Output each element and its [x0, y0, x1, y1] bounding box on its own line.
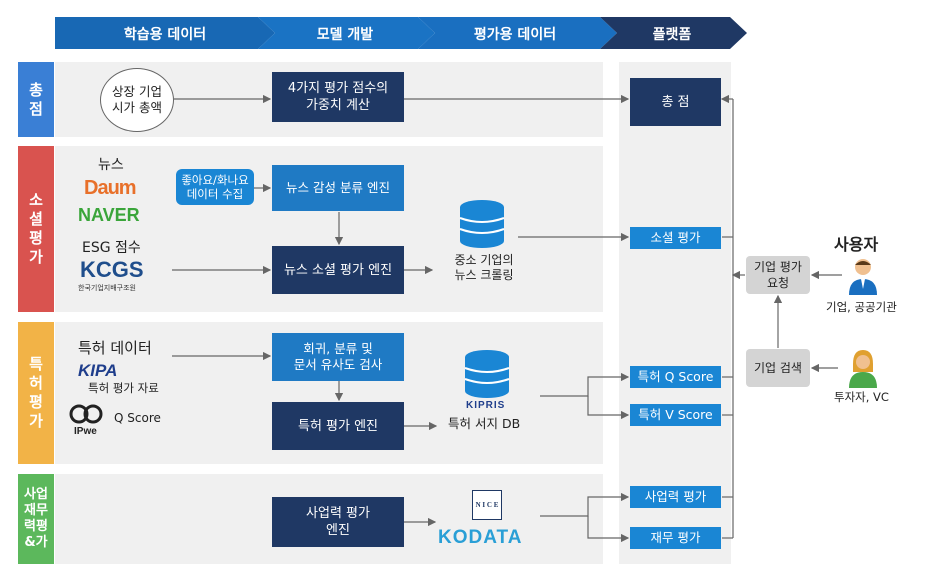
crawling-db-icon	[459, 200, 505, 248]
investor-user-icon	[849, 350, 877, 388]
stage-label-4: 플랫폼	[652, 27, 692, 43]
platform-patent-q-box: 특허 Q Score	[630, 366, 721, 388]
investor-user-label: 투자자, VC	[834, 390, 889, 404]
crawling-label: 중소 기업의 뉴스 크롤링	[454, 253, 514, 282]
news-label: 뉴스	[98, 157, 124, 173]
platform-finance-box: 재무 평가	[630, 527, 721, 549]
stage-label-1: 학습용 데이터	[123, 27, 207, 43]
stage-chevron-4	[600, 17, 747, 49]
nice-logo: N I C E	[472, 490, 502, 520]
stage-label-3: 평가용 데이터	[473, 27, 557, 43]
ipwe-label: IPwe	[74, 426, 97, 437]
users-title: 사용자	[834, 235, 879, 254]
regression-box: 회귀, 분류 및 문서 유사도 검사	[272, 333, 404, 381]
platform-social-box: 소셜 평가	[630, 227, 721, 249]
market-cap-node: 상장 기업 시가 총액	[100, 68, 174, 132]
platform-patent-v-box: 특허 V Score	[630, 404, 721, 426]
request-eval-button[interactable]: 기업 평가 요청	[746, 256, 810, 294]
company-search-button[interactable]: 기업 검색	[746, 349, 810, 387]
kipris-logo: KIPRIS	[466, 400, 506, 411]
stage-header	[55, 17, 747, 49]
weight-calc-box: 4가지 평가 점수의 가중치 계산	[272, 72, 404, 122]
band-platform	[619, 62, 731, 564]
row-label-social: 소셜평가	[18, 146, 54, 312]
stage-chevron-3	[418, 17, 617, 49]
stage-chevron-1	[55, 17, 275, 49]
patent-engine-box: 특허 평가 엔진	[272, 402, 404, 450]
platform-total-box: 총 점	[630, 78, 721, 126]
row-label-patent: 특허평가	[18, 322, 54, 464]
patent-db-icon	[464, 350, 510, 398]
social-engine-box: 뉴스 소셜 평가 엔진	[272, 246, 404, 294]
kipris-db-label: 특허 서지 DB	[448, 416, 521, 431]
qscore-label: Q Score	[114, 411, 161, 425]
kodata-logo: KODATA	[438, 527, 523, 548]
kipa-subtitle: 특허 평가 자료	[88, 381, 159, 395]
row-label-total: 총점	[18, 62, 54, 137]
platform-biz-box: 사업력 평가	[630, 486, 721, 508]
row-label-biz: 사업재무력평&가	[18, 474, 54, 564]
patent-data-label: 특허 데이터	[78, 339, 152, 357]
naver-logo: NAVER	[78, 205, 140, 225]
biz-engine-box: 사업력 평가 엔진	[272, 497, 404, 547]
like-collect-button[interactable]: 좋아요/화나요 데이터 수집	[176, 169, 254, 205]
esg-label: ESG 점수	[82, 240, 141, 256]
kcgs-subtitle: 한국기업지배구조원	[78, 284, 136, 292]
stage-label-2: 모델 개발	[316, 27, 374, 43]
daum-logo: Daum	[84, 177, 137, 199]
kipa-logo: KIPA	[78, 361, 118, 380]
sentiment-engine-box: 뉴스 감성 분류 엔진	[272, 165, 404, 211]
corp-user-icon	[849, 259, 877, 295]
stage-chevron-2	[258, 17, 435, 49]
kcgs-logo: KCGS	[80, 257, 144, 282]
ipwe-logo-icon	[69, 404, 103, 424]
corp-user-label: 기업, 공공기관	[826, 300, 897, 314]
